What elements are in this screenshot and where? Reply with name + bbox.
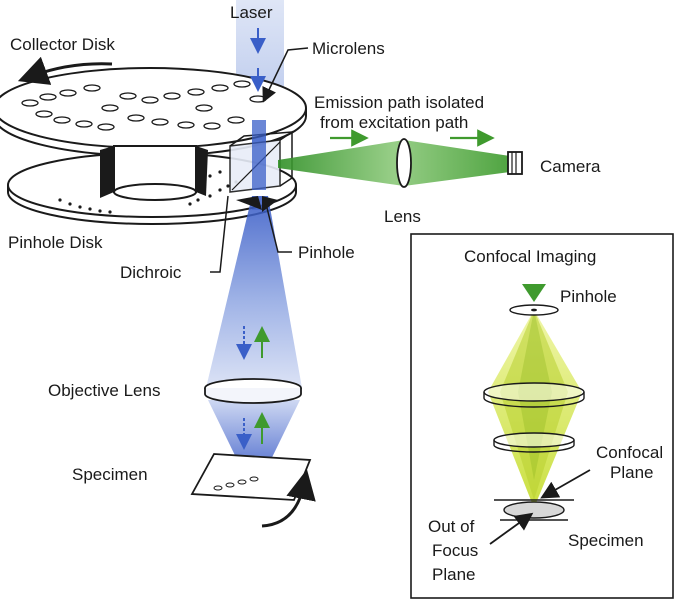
inset-label-oof-3: Plane bbox=[432, 565, 475, 584]
microlens-leader bbox=[262, 47, 309, 103]
dichroic-leader bbox=[210, 195, 229, 273]
inset-label-oof-2: Focus bbox=[432, 541, 478, 560]
inset-title: Confocal Imaging bbox=[464, 247, 596, 266]
label-specimen: Specimen bbox=[72, 465, 148, 484]
label-dichroic: Dichroic bbox=[120, 263, 182, 282]
collector-disk bbox=[0, 67, 307, 157]
label-emission-line1: Emission path isolated bbox=[314, 93, 484, 112]
confocal-imaging-inset: Confocal Imaging Pinhole Confocal Plane … bbox=[410, 233, 674, 599]
label-camera: Camera bbox=[540, 157, 601, 176]
dichroic-cube bbox=[229, 120, 293, 212]
label-collector-disk: Collector Disk bbox=[10, 35, 115, 54]
label-pinhole: Pinhole bbox=[298, 243, 355, 262]
excitation-cone-upper bbox=[206, 196, 302, 388]
rotation-arrow-top bbox=[17, 56, 113, 85]
inset-confocal-leader bbox=[540, 469, 591, 499]
objective-lens bbox=[204, 378, 302, 404]
label-microlens: Microlens bbox=[312, 39, 385, 58]
pinhole-leader bbox=[265, 203, 292, 253]
spindle bbox=[100, 145, 208, 201]
rotation-arrow-bottom bbox=[261, 469, 316, 528]
inset-specimen bbox=[503, 501, 565, 519]
inset-label-specimen: Specimen bbox=[568, 531, 644, 550]
inset-oof-leader bbox=[489, 512, 534, 545]
inset-label-confocal-2: Plane bbox=[610, 463, 653, 482]
excitation-cone-lower bbox=[208, 400, 300, 478]
label-emission-line2: from excitation path bbox=[320, 113, 468, 132]
inset-label-pinhole: Pinhole bbox=[560, 287, 617, 306]
label-lens: Lens bbox=[384, 207, 421, 226]
specimen-slide bbox=[190, 453, 312, 501]
camera-icon bbox=[507, 151, 523, 175]
inset-upper-lens bbox=[483, 382, 585, 408]
inset-label-oof-1: Out of bbox=[428, 517, 475, 536]
emission-beam bbox=[278, 140, 510, 186]
camera-lens bbox=[396, 138, 412, 188]
label-laser: Laser bbox=[230, 3, 273, 22]
label-pinhole-disk: Pinhole Disk bbox=[8, 233, 103, 252]
inset-lower-lens bbox=[493, 432, 575, 453]
inset-label-confocal-1: Confocal bbox=[596, 443, 663, 462]
label-objective-lens: Objective Lens bbox=[48, 381, 160, 400]
inset-pinhole-triangle bbox=[522, 284, 546, 302]
